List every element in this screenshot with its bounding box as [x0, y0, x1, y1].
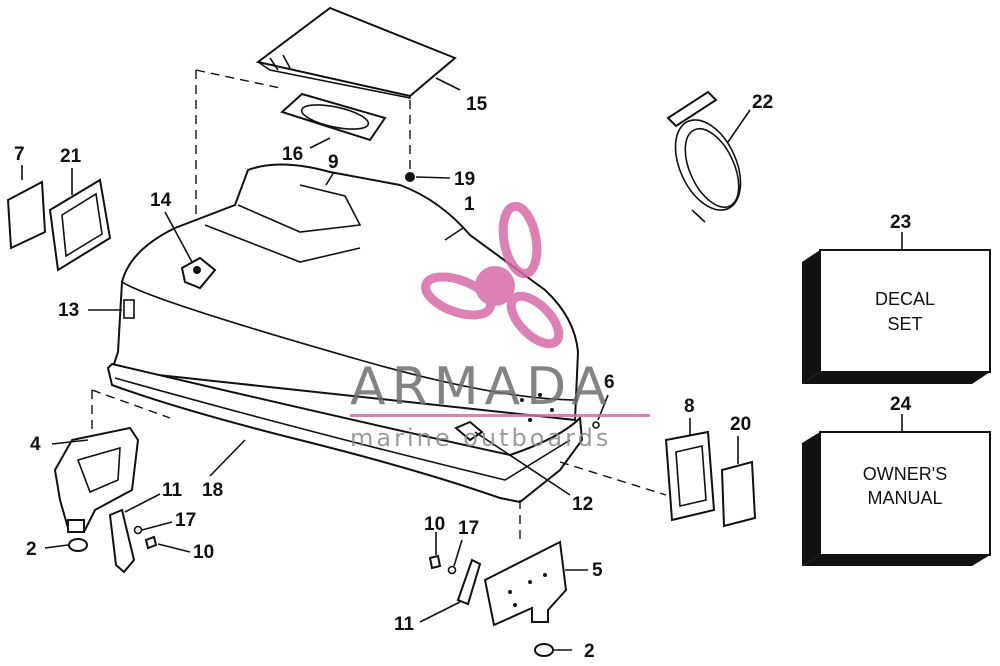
part-7-decal	[6, 180, 47, 250]
dash-bracket-left	[91, 389, 171, 430]
callout-2-left: 2	[26, 539, 37, 560]
callout-11-left: 11	[162, 480, 183, 501]
dash-cover-to-hood	[195, 69, 281, 220]
callout-19: 19	[454, 169, 475, 190]
box-24-owners-manual	[802, 431, 991, 566]
part-17-washer-right	[447, 565, 457, 575]
callout-8: 8	[684, 396, 695, 417]
part-10-screw-left	[144, 535, 158, 550]
callout-24: 24	[890, 394, 912, 415]
part-11-strap-left	[108, 508, 136, 574]
callout-12: 12	[572, 494, 593, 515]
callout-4: 4	[30, 434, 41, 455]
decal-box-line2: SET	[887, 314, 922, 334]
watermark: ARMADA marine outboards	[350, 201, 650, 452]
part-15-top-cover	[255, 6, 457, 99]
callout-6: 6	[604, 372, 615, 393]
part-8-gasket	[664, 430, 716, 522]
callout-15: 15	[466, 94, 488, 115]
callout-10-left: 10	[193, 542, 214, 563]
part-4-left-bracket	[53, 426, 140, 533]
dash-gasket-line	[559, 461, 667, 496]
callout-11-right: 11	[394, 614, 415, 635]
callout-21: 21	[60, 146, 82, 167]
watermark-underline	[350, 414, 650, 417]
callout-13: 13	[58, 300, 79, 321]
callout-20: 20	[730, 414, 751, 435]
propeller-logo-icon	[421, 201, 564, 349]
callout-14: 14	[150, 190, 172, 211]
part-20-decal	[720, 460, 757, 528]
watermark-tagline: marine outboards	[350, 424, 611, 452]
part-17-washer-left	[133, 525, 143, 535]
part-10-screw-right	[428, 554, 442, 570]
callout-18: 18	[202, 480, 223, 501]
callout-2-right: 2	[584, 641, 595, 662]
part-11-strap-right	[456, 558, 482, 606]
callout-7: 7	[14, 144, 25, 165]
leader-lines	[21, 77, 903, 651]
callout-17-left: 17	[175, 510, 196, 531]
part-2-grommet-left	[68, 538, 88, 552]
part-21-gasket	[48, 178, 112, 272]
part-22-starter-rope	[666, 90, 742, 223]
part-2-grommet-right	[534, 643, 554, 657]
callout-1: 1	[464, 194, 475, 215]
callout-16: 16	[282, 144, 303, 165]
callout-23: 23	[890, 212, 911, 233]
manual-box-line1: OWNER'S	[863, 464, 947, 484]
callout-17-right: 17	[458, 518, 479, 539]
decal-box-line1: DECAL	[875, 289, 935, 309]
callout-9: 9	[328, 152, 339, 173]
watermark-brand: ARMADA	[350, 357, 613, 417]
callout-5: 5	[592, 560, 603, 581]
box-23-decal-set	[802, 249, 991, 384]
callout-10-right: 10	[424, 514, 445, 535]
part-19-screw	[405, 172, 415, 182]
part-6-screw	[592, 421, 600, 429]
callout-labels: 1 2 2 4 5 6 7 8 9 10 10 11 11 12 13 14 1…	[14, 92, 912, 662]
manual-box-line2: MANUAL	[867, 488, 942, 508]
part-16-gasket	[280, 92, 387, 142]
callout-22: 22	[752, 92, 773, 113]
part-5-right-bracket	[483, 540, 568, 627]
